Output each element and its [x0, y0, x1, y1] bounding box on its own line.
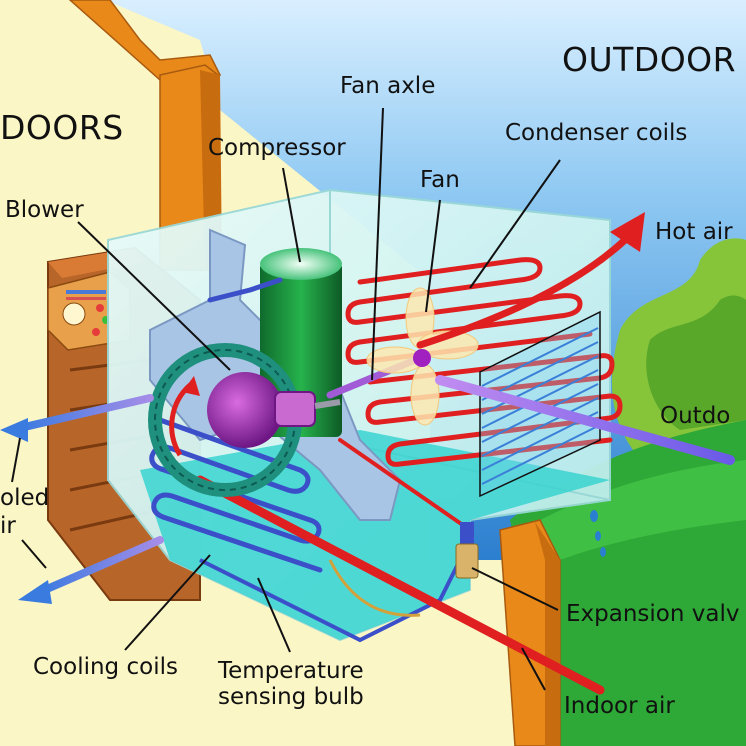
label-temperature-bulb: Temperature sensing bulb — [218, 658, 364, 711]
label-expansion-valve: Expansion valv — [566, 602, 739, 627]
label-condenser-coils: Condenser coils — [505, 121, 687, 146]
label-hot-air: Hot air — [655, 220, 733, 245]
label-fan-axle: Fan axle — [340, 74, 435, 99]
label-compressor: Compressor — [208, 136, 346, 161]
label-fan: Fan — [420, 168, 460, 193]
label-blower: Blower — [5, 198, 84, 223]
fan-hub — [413, 349, 431, 367]
label-indoor-air: Indoor air — [564, 694, 675, 719]
label-cooled-air-line2: ir — [0, 514, 16, 539]
label-indoors: DOORS — [0, 110, 124, 146]
label-temperature-bulb-line1: Temperature — [218, 658, 364, 684]
label-outdoor-air: Outdo — [660, 404, 730, 429]
label-cooling-coils: Cooling coils — [33, 655, 178, 680]
control-knob — [63, 303, 85, 325]
label-cooled-air-line1: oled — [0, 486, 49, 511]
label-temperature-bulb-line2: sensing bulb — [218, 684, 364, 710]
label-outdoors: OUTDOOR — [562, 42, 736, 78]
